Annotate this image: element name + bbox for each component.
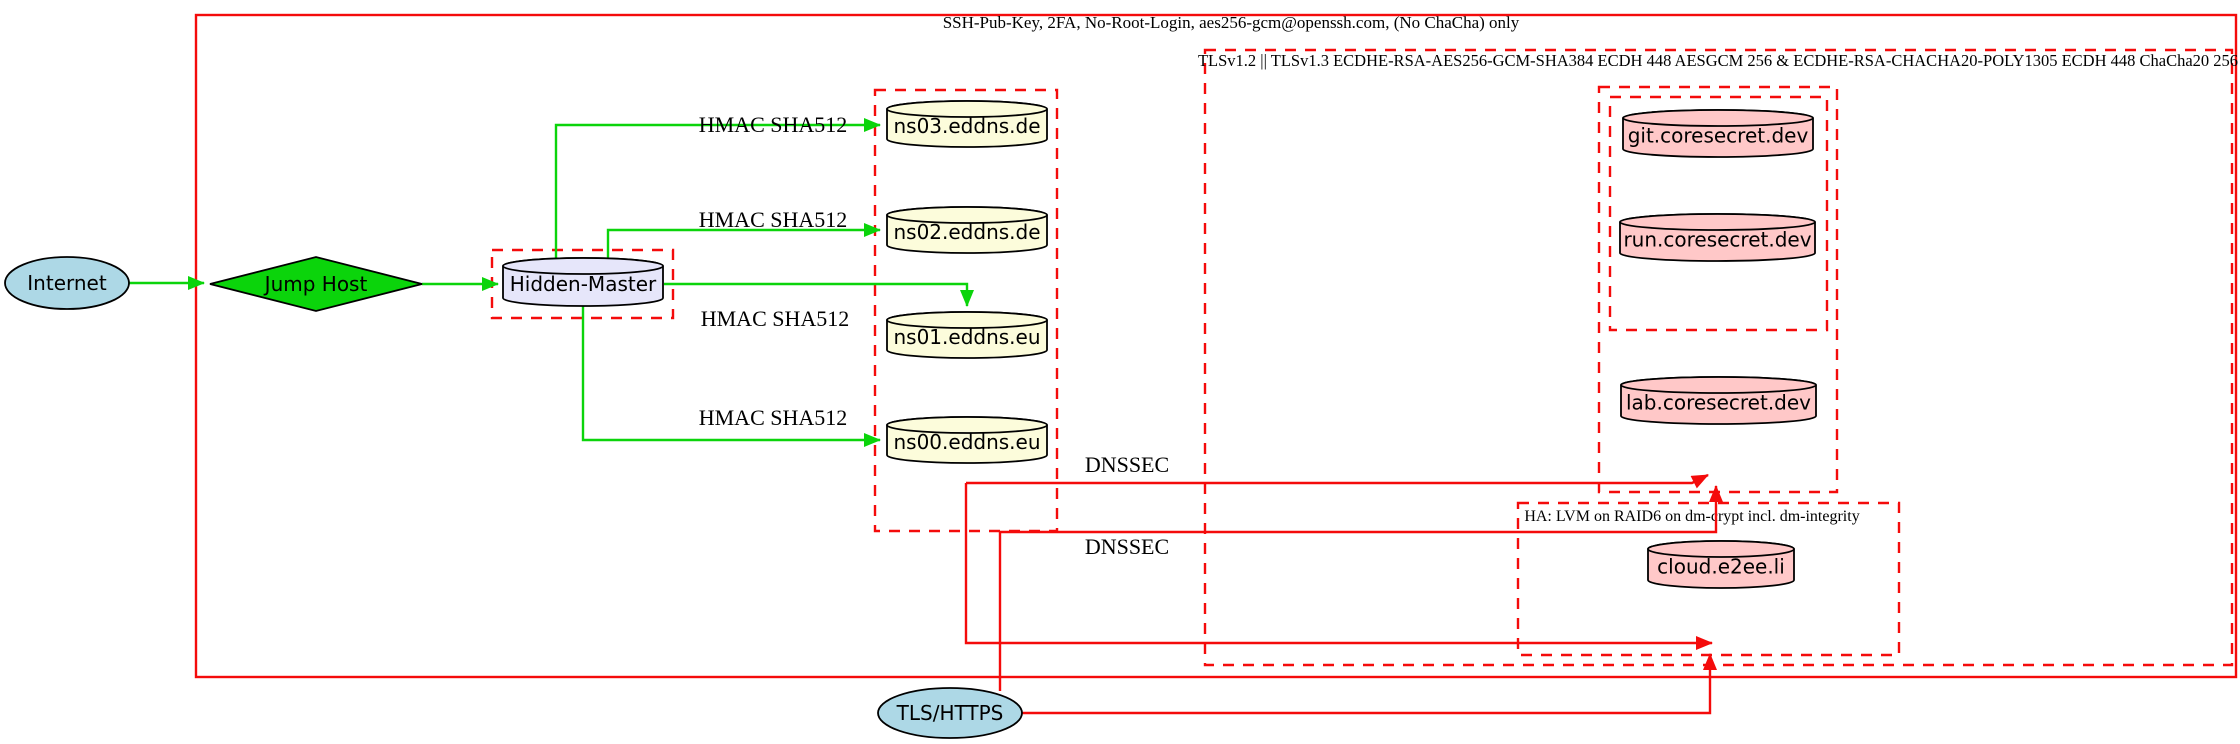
- git-node: git.coresecret.dev: [1622, 109, 1814, 158]
- hidden-master-node: Hidden-Master: [502, 257, 664, 307]
- dnssec-label-2: DNSSEC: [1085, 534, 1169, 559]
- ns03-node-label: ns03.eddns.de: [893, 114, 1040, 138]
- run-node: run.coresecret.dev: [1619, 213, 1816, 262]
- ns00-node-label: ns00.eddns.eu: [893, 430, 1040, 454]
- jump-host-node-label: Jump Host: [263, 272, 368, 296]
- edge-dnssec-upper: [966, 473, 1709, 489]
- jump-host-node: Jump Host: [209, 256, 423, 312]
- ns02-node-label: ns02.eddns.de: [893, 220, 1040, 244]
- hmac-sha512-label-1: HMAC SHA512: [699, 112, 848, 137]
- ns01-node-label: ns01.eddns.eu: [893, 325, 1040, 349]
- lab-node: lab.coresecret.dev: [1620, 376, 1817, 425]
- edge-hiddenmaster-ns02: [606, 223, 881, 258]
- edge-hiddenmaster-ns01: [664, 282, 974, 307]
- tls-https-node: TLS/HTTPS: [877, 687, 1023, 739]
- ns01-node: ns01.eddns.eu: [886, 311, 1048, 359]
- ns00-node: ns00.eddns.eu: [886, 416, 1048, 464]
- ns03-node: ns03.eddns.de: [886, 100, 1048, 148]
- ns02-node: ns02.eddns.de: [886, 206, 1048, 254]
- ns-cluster: [873, 88, 1059, 533]
- hidden-master-node-label: Hidden-Master: [510, 272, 657, 296]
- edge-hiddenmaster-ns00: [581, 306, 881, 447]
- internet-node-label: Internet: [27, 271, 107, 295]
- hmac-sha512-label-2: HMAC SHA512: [699, 207, 848, 232]
- hmac-sha512-label-3: HMAC SHA512: [701, 306, 850, 331]
- hmac-sha512-label-4: HMAC SHA512: [699, 405, 848, 430]
- ssh-cluster-label: SSH-Pub-Key, 2FA, No-Root-Login, aes256-…: [943, 13, 1520, 32]
- coresecret-inner-cluster: [1608, 95, 1829, 332]
- ssh-cluster: [194, 13, 2238, 679]
- cloud-node-label: cloud.e2ee.li: [1657, 555, 1785, 579]
- edge-hiddenmaster-ns03: [554, 118, 881, 258]
- tls-cluster-label: TLSv1.2 || TLSv1.3 ECDHE-RSA-AES256-GCM-…: [1198, 51, 2238, 70]
- edge-tlshttps-coresecret: [998, 485, 1723, 691]
- tls-https-node-label: TLS/HTTPS: [896, 701, 1004, 725]
- edge-dnssec-lower: [964, 483, 1713, 650]
- ha-cluster-label: HA: LVM on RAID6 on dm-crypt incl. dm-in…: [1524, 508, 1859, 525]
- run-node-label: run.coresecret.dev: [1623, 228, 1811, 252]
- edge-tlshttps-ha: [1022, 653, 1717, 715]
- lab-node-label: lab.coresecret.dev: [1626, 391, 1811, 415]
- internet-node: Internet: [4, 256, 130, 310]
- dnssec-label-1: DNSSEC: [1085, 452, 1169, 477]
- cloud-node: cloud.e2ee.li: [1647, 540, 1795, 589]
- git-node-label: git.coresecret.dev: [1628, 124, 1809, 148]
